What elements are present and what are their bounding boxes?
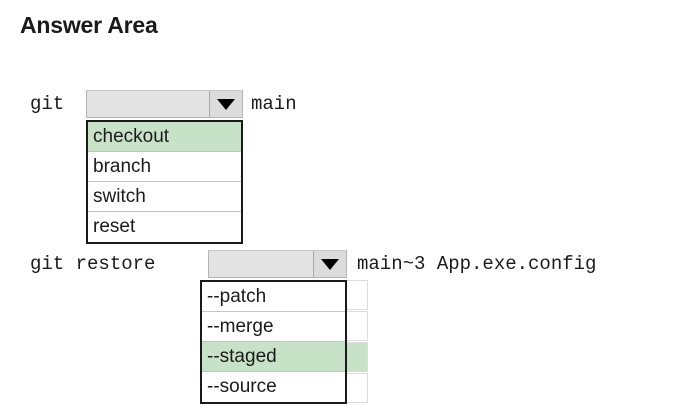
row-1-combobox-value[interactable] — [87, 91, 209, 117]
row-1-prefix-text: git — [30, 93, 65, 115]
chevron-down-glyph — [217, 98, 235, 110]
chevron-down-icon[interactable] — [313, 251, 346, 277]
row-2-dropdown-list[interactable]: --patch --merge --staged --source — [200, 280, 347, 404]
row-2-combobox[interactable] — [208, 250, 347, 278]
row-1-option-checkout[interactable]: checkout — [88, 122, 241, 152]
page-title: Answer Area — [20, 12, 158, 38]
row-1-option-switch[interactable]: switch — [88, 182, 241, 212]
row-2-prefix-text: git restore — [30, 253, 156, 275]
row-1-option-reset[interactable]: reset — [88, 212, 241, 242]
row-2-option-merge[interactable]: --merge — [202, 312, 345, 342]
row-2-option-patch[interactable]: --patch — [202, 282, 345, 312]
row-2-suffix-text: main~3 App.exe.config — [357, 253, 597, 275]
row-2-option-staged[interactable]: --staged — [202, 342, 345, 372]
row-1-suffix-text: main — [251, 93, 297, 115]
chevron-down-icon[interactable] — [209, 91, 242, 117]
row-2-option-source[interactable]: --source — [202, 372, 345, 402]
row-1-option-branch[interactable]: branch — [88, 152, 241, 182]
row-1-combobox[interactable] — [86, 90, 243, 118]
row-2-combobox-value[interactable] — [209, 251, 313, 277]
chevron-down-glyph — [321, 258, 339, 270]
row-1-dropdown-list[interactable]: checkout branch switch reset — [86, 120, 243, 244]
